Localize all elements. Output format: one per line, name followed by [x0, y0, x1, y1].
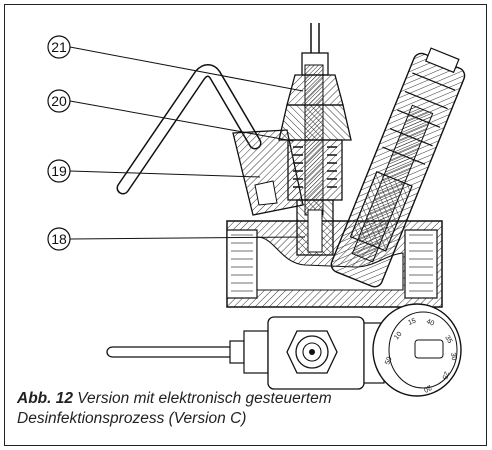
valve-body: [226, 220, 443, 308]
callout-21: 21: [47, 35, 304, 92]
callout-number: 20: [51, 93, 67, 109]
thermostatic-spindle: [278, 23, 352, 256]
figure-caption: Abb. 12 Version mit elektronisch gesteue…: [17, 389, 457, 429]
dial-mark: 30: [449, 352, 457, 361]
caption-text: Version mit elektronisch gesteuertem Des…: [17, 390, 332, 427]
angled-cartridge: [330, 47, 466, 288]
dial-mark: 35: [443, 335, 453, 345]
callout-18: 18: [47, 227, 306, 251]
dial-mark: 50: [384, 356, 393, 366]
dial-mark: 25: [440, 370, 449, 380]
dial-mark: 10: [393, 331, 403, 342]
valve-top-view: [106, 303, 462, 397]
callout-20: 20: [47, 89, 294, 142]
dial-mark: 15: [407, 318, 417, 327]
dial-mark: 40: [425, 318, 435, 327]
dial-mark: 20: [422, 383, 432, 393]
callout-number: 21: [51, 39, 67, 55]
callout-number: 19: [51, 163, 67, 179]
figure-frame: 50 40 35 30 25 20 15 10 21 20 19 18 Abb.…: [4, 4, 487, 446]
figure-label: Abb. 12: [17, 390, 73, 407]
thermometer-probe: [116, 64, 304, 216]
valve-cross-section-drawing: 50 40 35 30 25 20 15 10 21 20 19 18: [47, 23, 466, 397]
dial-markings: 50 40 35 30 25 20 15 10: [384, 318, 457, 394]
callout-number: 18: [51, 231, 67, 247]
callout-19: 19: [47, 159, 261, 183]
